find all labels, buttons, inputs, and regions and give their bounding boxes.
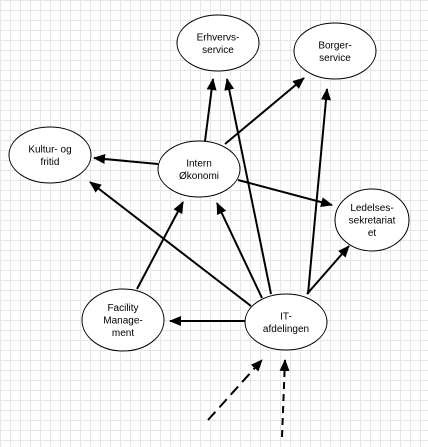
node-erhvervsservice-label-line-2: service [202, 45, 234, 56]
node-ledelse-ellipse [334, 188, 410, 252]
node-borgerservice: Borger-service [293, 22, 377, 80]
arrow-intern-to-borgerservice [224, 77, 305, 145]
node-kultur-label-line-1: Kultur- og [28, 144, 71, 155]
node-it-label-line-1: IT- [280, 311, 292, 322]
node-it-ellipse [244, 293, 328, 351]
node-it-label-line-2: afdelingen [263, 324, 309, 335]
incoming-dashed-arrow-1 [207, 359, 263, 421]
arrow-facility-to-intern [136, 201, 184, 290]
node-it: IT-afdelingen [244, 293, 328, 351]
node-intern-label-line-1: Intern [186, 158, 212, 169]
node-kultur-label-line-2: fritid [41, 157, 60, 168]
arrow-it-to-borgerservice [307, 88, 331, 295]
node-facility-label-line-1: Facility [107, 303, 138, 314]
arrow-it-to-ledelse [306, 245, 350, 295]
node-ledelse-label-line-2: sekretariat [349, 216, 396, 227]
node-ledelse-label-line-3: et [368, 228, 377, 239]
node-erhvervsservice-ellipse [176, 14, 260, 72]
node-intern-label-line-2: Økonomi [179, 171, 219, 182]
node-facility-ellipse [81, 288, 165, 352]
arrow-it-to-erhvervsservice [224, 78, 272, 295]
node-intern-ellipse [157, 140, 241, 198]
arrow-it-to-intern [216, 202, 263, 299]
edges-layer [89, 77, 350, 438]
incoming-dashed-arrow-2 [279, 359, 290, 438]
node-kultur: Kultur- og fritid [8, 126, 92, 184]
node-borgerservice-label-line-1: Borger- [318, 40, 351, 51]
node-facility-label-line-3: ment [112, 328, 134, 339]
node-borgerservice-label-line-2: service [319, 53, 351, 64]
node-erhvervsservice: Erhvervs-service [176, 14, 260, 72]
arrow-it-to-kultur [89, 181, 252, 307]
node-borgerservice-ellipse [293, 22, 377, 80]
node-erhvervsservice-label-line-1: Erhvervs- [197, 32, 240, 43]
arrow-intern-to-erhvervsservice [204, 78, 217, 142]
node-ledelse-label-line-1: Ledelses- [350, 203, 393, 214]
node-kultur-ellipse [8, 126, 92, 184]
node-facility-label-line-2: Manage- [103, 316, 142, 327]
arrow-intern-to-kultur [93, 154, 159, 165]
